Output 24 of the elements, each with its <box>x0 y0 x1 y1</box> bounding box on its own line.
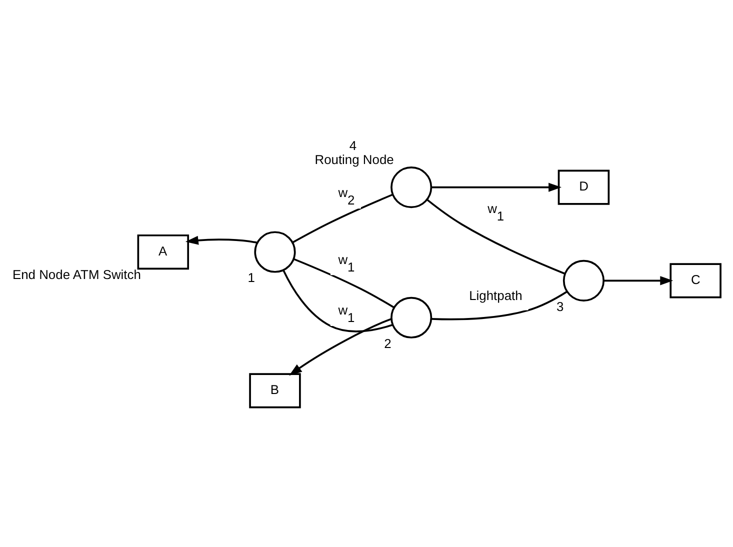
node-circle <box>254 231 296 273</box>
node-label: End Node ATM Switch <box>12 267 141 282</box>
node-box: D <box>558 170 610 205</box>
node-label: 4 <box>349 138 357 154</box>
node-circle <box>562 260 605 302</box>
node-label: 1 <box>248 270 255 286</box>
node-label: 3 <box>556 298 564 314</box>
arrow <box>432 182 562 192</box>
connector <box>426 199 566 275</box>
connector <box>293 258 394 308</box>
node-circle <box>390 296 432 338</box>
node-circle <box>390 166 432 208</box>
arrow <box>185 236 258 245</box>
node-label: 2 <box>384 336 392 351</box>
connector <box>432 290 568 320</box>
node-box: B <box>249 373 301 408</box>
edge-label: Lightpath <box>469 288 522 303</box>
connector <box>292 194 394 244</box>
arrow <box>289 318 392 376</box>
arrow <box>604 276 674 286</box>
node-box: A <box>137 234 190 270</box>
node-box: C <box>670 263 722 298</box>
node-label: Routing Node <box>314 152 394 167</box>
connector <box>282 270 393 332</box>
